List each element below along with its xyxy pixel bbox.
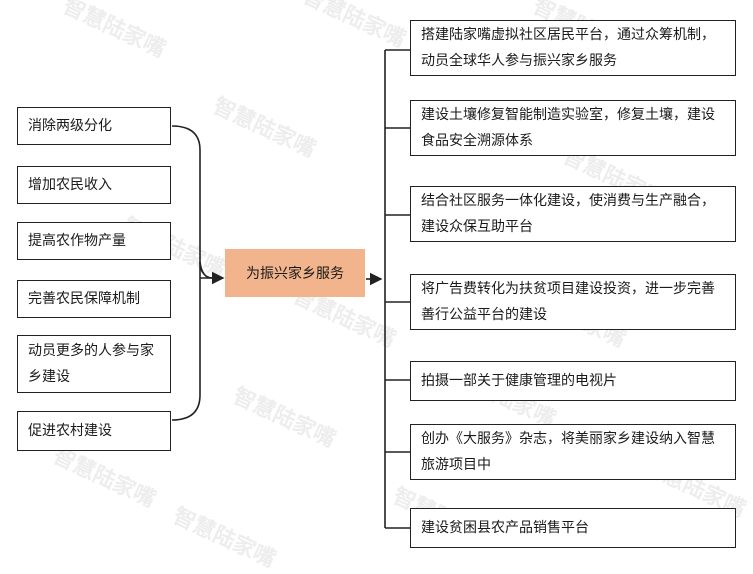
right-item-7: 建设贫困县农产品销售平台: [410, 508, 736, 548]
left-item-2: 增加农民收入: [17, 166, 171, 204]
left-item-3: 提高农作物产量: [17, 222, 171, 260]
left-item-6: 促进农村建设: [17, 411, 171, 451]
right-item-1: 搭建陆家嘴虚拟社区居民平台，通过众筹机制，动员全球华人参与振兴家乡服务: [410, 20, 736, 76]
left-brace-join: [199, 261, 205, 275]
left-item-4: 完善农民保障机制: [17, 280, 171, 318]
right-item-2: 建设土壤修复智能制造实验室，修复土壤，建设食品安全溯源体系: [410, 100, 736, 156]
left-brace: [171, 125, 201, 421]
right-item-5: 拍摄一部关于健康管理的电视片: [410, 361, 736, 401]
left-item-1: 消除两级分化: [17, 107, 171, 145]
center-node: 为振兴家乡服务: [225, 249, 365, 297]
left-item-5: 动员更多的人参与家乡建设: [17, 335, 171, 393]
right-item-4: 将广告费转化为扶贫项目建设投资，进一步完善善行公益平台的建设: [410, 274, 736, 330]
right-item-6: 创办《大服务》杂志，将美丽家乡建设纳入智慧旅游项目中: [410, 424, 736, 480]
right-item-3: 结合社区服务一体化建设，使消费与生产融合，建设众保互助平台: [410, 186, 736, 242]
